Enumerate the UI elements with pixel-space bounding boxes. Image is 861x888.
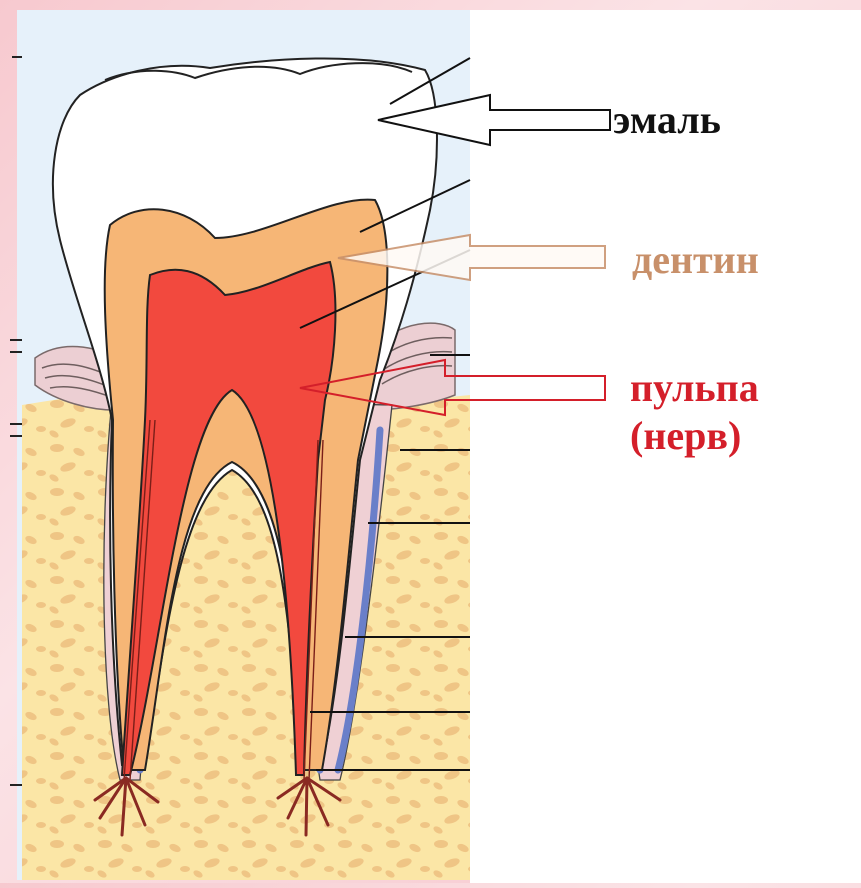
label-dentin: дентин bbox=[632, 236, 759, 283]
label-pulp-line2: (нерв) bbox=[630, 412, 759, 460]
label-pulp: пульпа (нерв) bbox=[630, 364, 759, 460]
label-pulp-line1: пульпа bbox=[630, 364, 759, 412]
label-enamel: эмаль bbox=[613, 96, 721, 143]
